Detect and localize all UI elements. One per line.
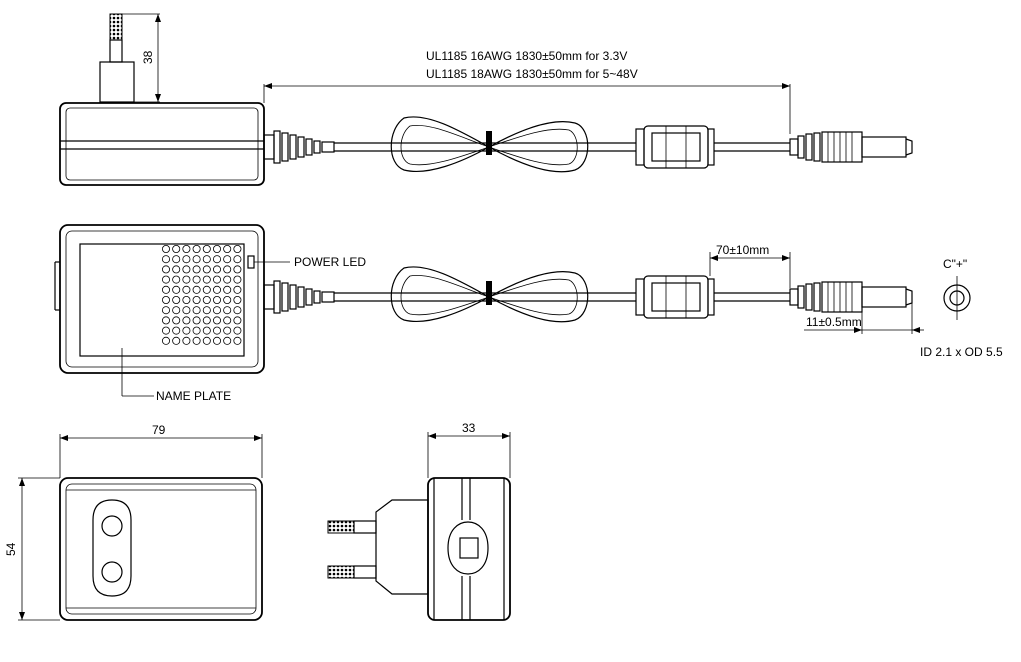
vent-hole <box>233 285 242 294</box>
vent-hole <box>161 336 170 345</box>
vent-hole <box>192 326 201 335</box>
vent-hole <box>202 265 211 274</box>
vent-hole <box>161 244 170 253</box>
vent-hole <box>192 306 201 315</box>
vent-hole <box>182 316 191 325</box>
vent-hole <box>212 275 221 284</box>
vent-hole <box>223 306 232 315</box>
vent-hole <box>172 265 181 274</box>
ferrite-to-plug-label: 70±10mm <box>716 243 769 257</box>
vent-hole <box>233 326 242 335</box>
plug-size-label: ID 2.1 x OD 5.5 <box>920 345 1003 359</box>
vent-hole <box>182 255 191 264</box>
vent-hole <box>161 306 170 315</box>
vent-hole <box>202 295 211 304</box>
vent-hole <box>212 336 221 345</box>
vent-hole <box>223 255 232 264</box>
vent-hole <box>192 285 201 294</box>
vent-hole <box>212 306 221 315</box>
front-view: POWER LED NAME PLATE <box>54 224 1003 403</box>
vent-hole <box>172 255 181 264</box>
vent-hole <box>223 316 232 325</box>
vent-hole <box>212 265 221 274</box>
case-width-label: 54 <box>4 542 18 556</box>
power-led-label: POWER LED <box>294 255 366 269</box>
vent-hole <box>212 255 221 264</box>
vent-hole <box>202 336 211 345</box>
vent-hole <box>161 326 170 335</box>
vent-hole <box>223 336 232 345</box>
vent-hole <box>192 316 201 325</box>
case-depth-label: 33 <box>462 421 476 435</box>
side-view: 38 <box>59 13 913 186</box>
plug-height-label: 38 <box>141 50 155 64</box>
vent-hole <box>182 265 191 274</box>
plug-length-label: 11±0.5mm <box>806 315 862 329</box>
vent-hole <box>212 244 221 253</box>
vent-hole <box>202 244 211 253</box>
vent-hole <box>172 275 181 284</box>
name-plate-label: NAME PLATE <box>156 389 231 403</box>
vent-hole <box>172 306 181 315</box>
vent-hole <box>182 275 191 284</box>
vent-hole <box>202 326 211 335</box>
cable-spec-line-1: UL1185 16AWG 1830±50mm for 3.3V <box>426 49 627 63</box>
vent-hole <box>233 275 242 284</box>
vent-hole <box>192 265 201 274</box>
vent-hole <box>161 285 170 294</box>
vent-hole <box>202 255 211 264</box>
vent-hole <box>212 326 221 335</box>
vent-hole <box>223 285 232 294</box>
vent-hole <box>192 244 201 253</box>
vent-hole <box>172 326 181 335</box>
vent-hole <box>172 244 181 253</box>
vent-hole <box>161 265 170 274</box>
vent-hole <box>192 336 201 345</box>
vent-hole <box>233 306 242 315</box>
vent-hole <box>161 275 170 284</box>
vent-hole <box>172 336 181 345</box>
vent-hole <box>192 255 201 264</box>
vent-hole <box>192 275 201 284</box>
vent-hole <box>202 275 211 284</box>
vent-hole <box>223 295 232 304</box>
vent-hole <box>233 295 242 304</box>
vent-hole <box>161 316 170 325</box>
vent-grid <box>161 244 242 345</box>
vent-hole <box>182 244 191 253</box>
vent-hole <box>223 326 232 335</box>
vent-hole <box>212 295 221 304</box>
vent-hole <box>161 295 170 304</box>
vent-hole <box>233 244 242 253</box>
vent-hole <box>212 285 221 294</box>
vent-hole <box>202 306 211 315</box>
cable-spec-line-2: UL1185 18AWG 1830±50mm for 5~48V <box>426 67 638 81</box>
vent-hole <box>192 295 201 304</box>
vent-hole <box>233 255 242 264</box>
vent-hole <box>172 295 181 304</box>
vent-hole <box>223 265 232 274</box>
vent-hole <box>182 326 191 335</box>
vent-hole <box>172 316 181 325</box>
polarity-label: C"+" <box>943 257 967 271</box>
case-length-label: 79 <box>152 423 166 437</box>
plug-face-view: 79 54 <box>4 423 263 621</box>
vent-hole <box>233 336 242 345</box>
vent-hole <box>161 255 170 264</box>
vent-hole <box>182 306 191 315</box>
vent-hole <box>233 316 242 325</box>
vent-hole <box>223 244 232 253</box>
vent-hole <box>182 336 191 345</box>
vent-hole <box>233 265 242 274</box>
vent-hole <box>182 295 191 304</box>
vent-hole <box>172 285 181 294</box>
vent-hole <box>223 275 232 284</box>
depth-view: 33 <box>327 421 511 621</box>
vent-hole <box>182 285 191 294</box>
vent-hole <box>212 316 221 325</box>
vent-hole <box>202 316 211 325</box>
vent-hole <box>202 285 211 294</box>
